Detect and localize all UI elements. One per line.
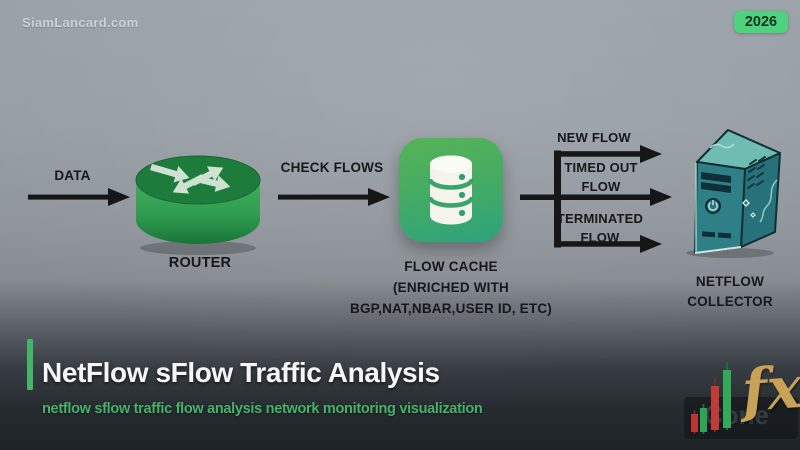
- page-subtitle: netflow sflow traffic flow analysis netw…: [42, 401, 483, 417]
- data-arrow-icon: [28, 188, 130, 206]
- flow-branch-arrows-icon: [520, 145, 672, 253]
- new-flow-label: NEW FLOW: [557, 130, 631, 145]
- terminated-line2: FLOW: [580, 230, 620, 246]
- flow-cache-label-line2: (ENRICHED WITH: [392, 279, 510, 295]
- timed-out-flow-label: TIMED OUT FLOW: [541, 160, 661, 196]
- terminated-flow-label: TERMINATED FLOW: [539, 211, 661, 247]
- check-flows-label: CHECK FLOWS: [280, 160, 384, 175]
- collector-label: NETFLOW COLLECTOR: [670, 274, 790, 311]
- terminated-line1: TERMINATED: [556, 211, 644, 226]
- site-watermark: SiamLancard.com: [22, 15, 139, 30]
- channel-logo: Cone fx: [682, 353, 800, 450]
- timed-out-line2: FLOW: [581, 179, 621, 195]
- flow-cache-label-line3: BGP,NAT,NBAR,USER ID, ETC): [350, 300, 552, 316]
- timed-out-line1: TIMED OUT: [564, 160, 638, 175]
- flow-cache-icon: [399, 138, 503, 242]
- fx-logo: fx: [739, 353, 800, 425]
- data-label: DATA: [54, 168, 91, 183]
- router-label: ROUTER: [168, 255, 232, 271]
- flow-cache-label: FLOW CACHE (ENRICHED WITH BGP,NAT,NBAR,U…: [330, 259, 572, 318]
- server-tower-icon: [686, 129, 781, 258]
- page-title: NetFlow sFlow Traffic Analysis: [42, 357, 440, 388]
- check-flows-arrow-icon: [278, 188, 390, 206]
- candlestick-chart-icon: [691, 362, 731, 434]
- collector-line1: NETFLOW: [695, 274, 765, 289]
- flow-cache-label-line1: FLOW CACHE: [404, 259, 498, 274]
- database-icon: [427, 155, 475, 225]
- router-icon: [135, 155, 261, 255]
- year-badge: 2026: [734, 11, 788, 33]
- collector-line2: COLLECTOR: [687, 293, 773, 309]
- title-accent-bar: [27, 339, 33, 390]
